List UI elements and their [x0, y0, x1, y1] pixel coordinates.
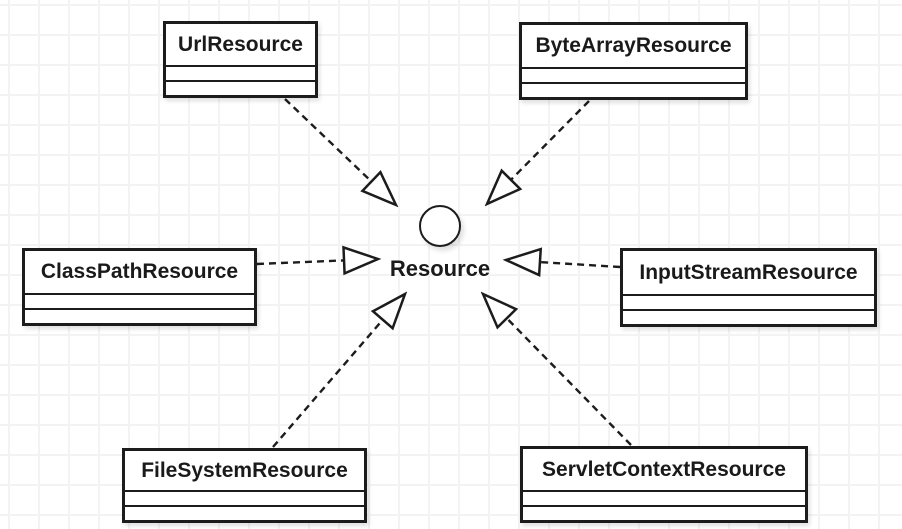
methods-compartment: [166, 80, 315, 95]
interface-name: Resource: [389, 256, 491, 281]
class-name-urlresource: UrlResource: [178, 32, 303, 56]
class-name-filesystemresource: FileSystemResource: [141, 458, 348, 482]
realization-arrow-servletcontextresource: [483, 294, 632, 446]
class-name-bytearrayresource: ByteArrayResource: [535, 34, 732, 57]
class-box-filesystemresource: FileSystemResource: [122, 448, 367, 523]
fields-compartment: [125, 490, 364, 505]
fields-compartment: [25, 293, 254, 308]
methods-compartment: [522, 82, 745, 97]
interface-circle-icon: [419, 205, 461, 247]
realization-arrow-urlresource: [284, 98, 396, 205]
methods-compartment: [25, 308, 254, 323]
fields-compartment: [523, 490, 805, 505]
class-box-classpathresource: ClassPathResource: [22, 248, 257, 326]
realization-arrow-inputstreamresource: [506, 260, 621, 267]
class-box-inputstreamresource: InputStreamResource: [620, 248, 877, 327]
class-name-inputstreamresource: InputStreamResource: [639, 260, 858, 284]
realization-arrow-filesystemresource: [272, 294, 405, 448]
class-name-servletcontextresource: ServletContextResource: [542, 457, 786, 481]
realization-arrow-bytearrayresource: [487, 100, 590, 204]
methods-compartment: [623, 309, 874, 324]
methods-compartment: [523, 505, 805, 520]
fields-compartment: [166, 65, 315, 80]
class-name-classpathresource: ClassPathResource: [40, 260, 239, 283]
fields-compartment: [623, 294, 874, 309]
realization-arrow-classpathresource: [256, 259, 378, 264]
class-box-bytearrayresource: ByteArrayResource: [519, 22, 748, 100]
fields-compartment: [522, 67, 745, 82]
methods-compartment: [125, 505, 364, 520]
class-box-servletcontextresource: ServletContextResource: [520, 446, 808, 523]
class-box-urlresource: UrlResource: [163, 21, 318, 98]
